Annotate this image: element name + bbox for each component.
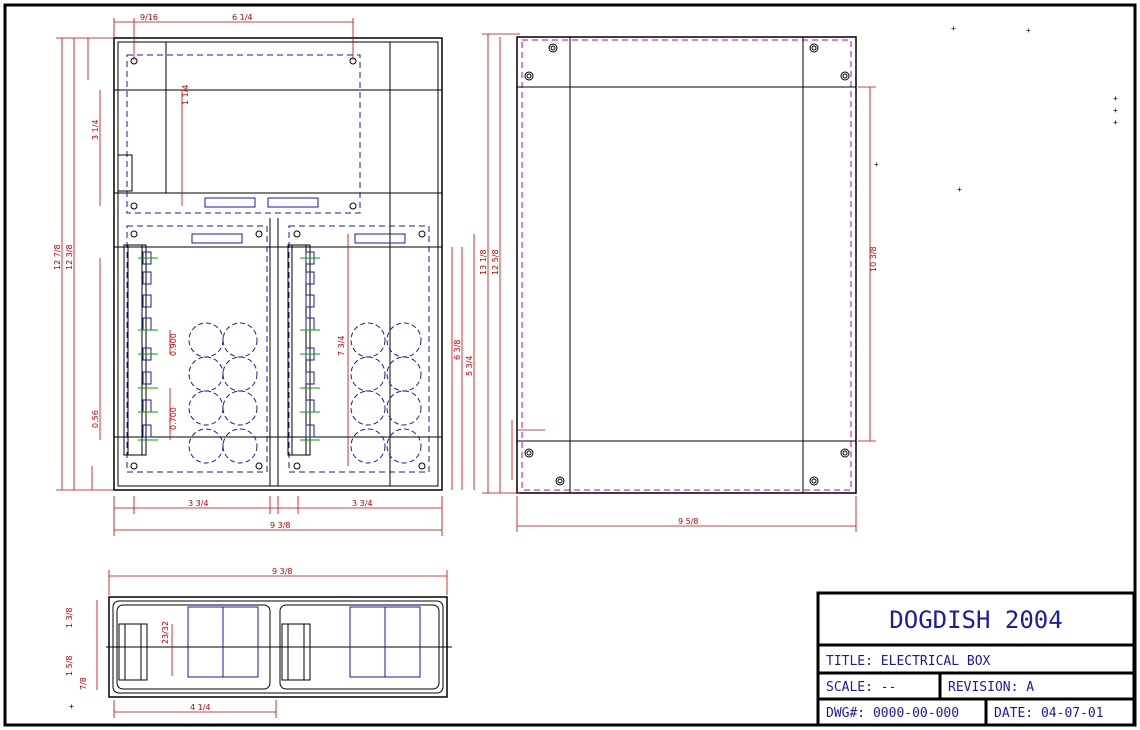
drawing-title: TITLE: ELECTRICAL BOX (826, 654, 991, 669)
revision-label: REVISION: A (948, 680, 1034, 695)
dim-front-bottom-b: 3 3/4 (352, 499, 373, 508)
front-outer (113, 37, 443, 491)
dim-bottom-width: 9 3/8 (272, 567, 293, 576)
dim-side-inner: 10 3/8 (869, 246, 878, 272)
dim-front-v1: 3 1/4 (91, 119, 100, 140)
svg-text:+: + (957, 185, 962, 194)
dim-front-top-a: 9/16 (140, 13, 158, 22)
sheet-border (3, 3, 1137, 727)
svg-text:+: + (1113, 106, 1118, 115)
svg-text:+: + (1026, 26, 1031, 35)
dim-front-v3: 0.900 (169, 333, 178, 356)
dim-front-v2: 1 1/4 (181, 84, 190, 105)
dwg-number: DWG#: 0000-00-000 (826, 706, 959, 721)
dim-side-width: 9 5/8 (678, 517, 699, 526)
dim-front-v6: 7 3/4 (337, 335, 346, 356)
front-top-panel-hidden (126, 54, 361, 214)
svg-text:+: + (69, 702, 74, 711)
dim-side-height-a: 13 1/8 (479, 249, 488, 275)
dim-front-v5: 0.56 (91, 410, 100, 428)
drawing-date: DATE: 04-07-01 (994, 706, 1104, 721)
dim-bottom-v2: 1 5/8 (65, 655, 74, 676)
front-right-panel-hidden (288, 225, 430, 473)
dim-front-v4: 0.700 (169, 407, 178, 430)
dim-front-v7: 6 3/8 (453, 339, 462, 360)
side-view: 13 1/8 12 5/8 10 3/8 9 5/8 (479, 33, 878, 532)
bottom-view: 9 3/8 4 1/4 1 3/8 1 5/8 7/8 23/32 (65, 567, 452, 718)
project-title: DOGDISH 2004 (889, 606, 1062, 634)
front-left-panel-hidden (126, 225, 268, 473)
front-view: 9/16 6 1/4 12 7/8 12 3/8 3 1/4 1 1/4 0.9… (53, 13, 475, 536)
dim-bottom-v3: 7/8 (79, 677, 88, 690)
scale-label: SCALE: -- (826, 680, 896, 695)
dim-front-bottom-a: 3 3/4 (188, 499, 209, 508)
side-outer (516, 36, 857, 494)
dim-front-v8: 5 3/4 (465, 355, 474, 376)
dim-front-top-b: 6 1/4 (232, 13, 253, 22)
svg-text:+: + (1113, 94, 1118, 103)
point-markers: + + + + + + + + (69, 24, 1118, 711)
svg-text:+: + (874, 160, 879, 169)
dim-side-height-b: 12 5/8 (491, 249, 500, 275)
title-block: DOGDISH 2004 TITLE: ELECTRICAL BOX SCALE… (816, 591, 1136, 727)
dim-front-height-b: 12 3/8 (65, 244, 74, 270)
dim-front-height-a: 12 7/8 (53, 244, 62, 270)
svg-text:+: + (1113, 118, 1118, 127)
dim-bottom-v4: 23/32 (161, 621, 170, 644)
svg-text:+: + (951, 24, 956, 33)
dim-bottom-v1: 1 3/8 (65, 607, 74, 628)
dim-bottom-sub: 4 1/4 (190, 703, 211, 712)
side-magenta-border (521, 39, 852, 491)
dim-front-bottom-total: 9 3/8 (270, 521, 291, 530)
